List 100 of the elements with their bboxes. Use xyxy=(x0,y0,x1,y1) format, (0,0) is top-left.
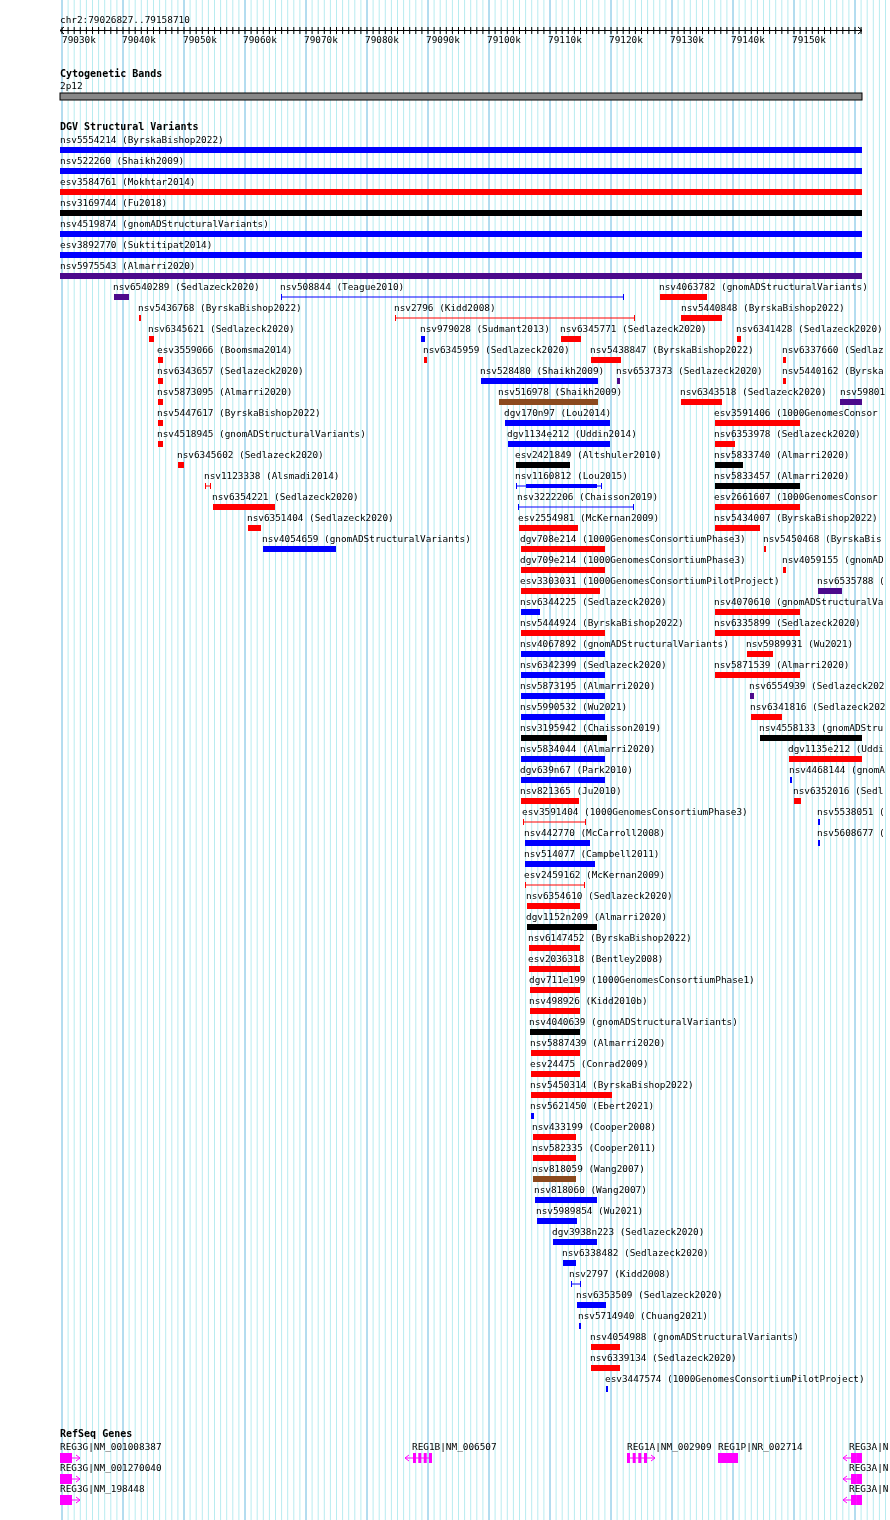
variant-label: nsv6342399 (Sedlazeck2020) xyxy=(520,659,667,670)
variant-label: nsv6535788 ( xyxy=(817,575,885,586)
variant-label: nsv6337660 (Sedlaz xyxy=(782,344,884,355)
variant-label: nsv4067892 (gnomADStructuralVariants) xyxy=(520,638,729,649)
scale-label: 79030k xyxy=(62,34,96,45)
scale-label: 79080k xyxy=(365,34,399,45)
variant-label: nsv1123338 (Alsmadi2014) xyxy=(204,470,340,481)
variant-label: nsv5873195 (Almarri2020) xyxy=(520,680,656,691)
gene-label: REG3G|NM_001008387 xyxy=(60,1441,162,1452)
variant-label: nsv6341428 (Sedlazeck2020) xyxy=(736,323,883,334)
gene-label: REG3G|NM_198448 xyxy=(60,1483,145,1494)
variant-label: nsv582335 (Cooper2011) xyxy=(532,1142,657,1153)
variant-label: nsv5833740 (Almarri2020) xyxy=(714,449,850,460)
variant-label: nsv5608677 ( xyxy=(817,827,885,838)
variant-label: nsv4558133 (gnomADStru xyxy=(759,722,884,733)
coordinate-label: chr2:79026827..79158710 xyxy=(60,14,190,25)
variant-label: nsv5621450 (Ebert2021) xyxy=(530,1100,655,1111)
track-title: DGV Structural Variants xyxy=(60,121,199,132)
scale-label: 79120k xyxy=(609,34,643,45)
scale-label: 79090k xyxy=(426,34,460,45)
variant-label: esv3591404 (1000GenomesConsortiumPhase3) xyxy=(522,806,748,817)
variant-label: nsv522260 (Shaikh2009) xyxy=(60,155,185,166)
variant-label: nsv6147452 (ByrskaBishop2022) xyxy=(528,932,692,943)
variant-label: nsv6335899 (Sedlazeck2020) xyxy=(714,617,861,628)
variant-label: nsv4468144 (gnomA xyxy=(789,764,885,775)
variant-label: nsv5434007 (ByrskaBishop2022) xyxy=(714,512,878,523)
variant-label: esv2661607 (1000GenomesConsor xyxy=(714,491,878,502)
variant-label: nsv979028 (Sudmant2013) xyxy=(420,323,550,334)
gene-label: REG3A|N xyxy=(849,1483,889,1494)
variant-label: nsv5450468 (ByrskaBis xyxy=(763,533,882,544)
variant-label: nsv5450314 (ByrskaBishop2022) xyxy=(530,1079,694,1090)
variant-label: nsv5538051 ( xyxy=(817,806,885,817)
variant-label: dgv1152n209 (Almarri2020) xyxy=(526,911,668,922)
scale-label: 79100k xyxy=(487,34,521,45)
variant-label: nsv5438847 (ByrskaBishop2022) xyxy=(590,344,754,355)
variant-label: esv3892770 (Suktitipat2014) xyxy=(60,239,213,250)
variant-label: nsv5714940 (Chuang2021) xyxy=(578,1310,708,1321)
variant-label: nsv5975543 (Almarri2020) xyxy=(60,260,196,271)
variant-label: nsv4063782 (gnomADStructuralVariants) xyxy=(659,281,868,292)
variant-label: nsv6345959 (Sedlazeck2020) xyxy=(423,344,570,355)
variant-label: nsv6554939 (Sedlazeck202 xyxy=(749,680,885,691)
variant-label: nsv5554214 (ByrskaBishop2022) xyxy=(60,134,224,145)
variant-label: esv2459162 (McKernan2009) xyxy=(524,869,666,880)
variant-label: nsv5989854 (Wu2021) xyxy=(536,1205,644,1216)
variant-label: nsv6351404 (Sedlazeck2020) xyxy=(247,512,394,523)
variant-label: nsv6540289 (Sedlazeck2020) xyxy=(113,281,260,292)
variant-label: dgv708e214 (1000GenomesConsortiumPhase3) xyxy=(520,533,746,544)
gene-label: REG1B|NM_006507 xyxy=(412,1441,497,1452)
variant-label: nsv6345602 (Sedlazeck2020) xyxy=(177,449,324,460)
variant-label: esv2554981 (McKernan2009) xyxy=(518,512,660,523)
variant-label: dgv3938n223 (Sedlazeck2020) xyxy=(552,1226,705,1237)
variant-label: esv3447574 (1000GenomesConsortiumPilotProject) xyxy=(605,1373,865,1384)
variant-label: nsv818060 (Wang2007) xyxy=(534,1184,647,1195)
variant-label: nsv6345621 (Sedlazeck2020) xyxy=(148,323,295,334)
scale-label: 79040k xyxy=(122,34,156,45)
variant-label: nsv3222206 (Chaisson2019) xyxy=(517,491,659,502)
variant-label: nsv6343657 (Sedlazeck2020) xyxy=(157,365,304,376)
variant-label: nsv818059 (Wang2007) xyxy=(532,1163,645,1174)
variant-label: esv3303031 (1000GenomesConsortiumPilotProject) xyxy=(520,575,780,586)
variant-label: esv3559066 (Boomsma2014) xyxy=(157,344,293,355)
scale-label: 79140k xyxy=(731,34,765,45)
variant-label: nsv6537373 (Sedlazeck2020) xyxy=(616,365,763,376)
scale-label: 79070k xyxy=(304,34,338,45)
variant-label: nsv5990532 (Wu2021) xyxy=(520,701,628,712)
variant-label: nsv6339134 (Sedlazeck2020) xyxy=(590,1352,737,1363)
variant-label: nsv5989931 (Wu2021) xyxy=(746,638,854,649)
variant-label: nsv6353978 (Sedlazeck2020) xyxy=(714,428,861,439)
variant-label: nsv59801 xyxy=(840,386,886,397)
scale-label: 79150k xyxy=(792,34,826,45)
variant-label: nsv2796 (Kidd2008) xyxy=(394,302,496,313)
scale-label: 79060k xyxy=(243,34,277,45)
variant-label: dgv1135e212 (Uddi xyxy=(788,743,884,754)
scale-label: 79050k xyxy=(183,34,217,45)
gene-label: REG3A|N xyxy=(849,1441,889,1452)
variant-label: nsv4519874 (gnomADStructuralVariants) xyxy=(60,218,269,229)
scale-label: 79130k xyxy=(670,34,704,45)
variant-label: nsv6344225 (Sedlazeck2020) xyxy=(520,596,667,607)
variant-label: nsv5436768 (ByrskaBishop2022) xyxy=(138,302,302,313)
variant-label: esv2421849 (Altshuler2010) xyxy=(515,449,662,460)
band-label: 2p12 xyxy=(60,80,83,91)
variant-label: nsv5887439 (Almarri2020) xyxy=(530,1037,666,1048)
gene-label: REG1P|NR_002714 xyxy=(718,1441,803,1452)
variant-label: nsv4518945 (gnomADStructuralVariants) xyxy=(157,428,366,439)
variant-label: nsv4059155 (gnomAD xyxy=(782,554,884,565)
gene-label: REG1A|NM_002909 xyxy=(627,1441,712,1452)
variant-label: nsv6353509 (Sedlazeck2020) xyxy=(576,1289,723,1300)
variant-label: nsv5871539 (Almarri2020) xyxy=(714,659,850,670)
variant-label: dgv639n67 (Park2010) xyxy=(520,764,633,775)
variant-label: esv3591406 (1000GenomesConsor xyxy=(714,407,878,418)
gene-label: REG3A|N xyxy=(849,1462,889,1473)
variant-label: dgv1134e212 (Uddin2014) xyxy=(507,428,637,439)
variant-label: nsv1160812 (Lou2015) xyxy=(515,470,628,481)
track-title: RefSeq Genes xyxy=(60,1428,133,1439)
variant-label: nsv528480 (Shaikh2009) xyxy=(480,365,605,376)
variant-label: nsv5444924 (ByrskaBishop2022) xyxy=(520,617,684,628)
gene-label: REG3G|NM_001270040 xyxy=(60,1462,162,1473)
variant-label: nsv4054659 (gnomADStructuralVariants) xyxy=(262,533,471,544)
variant-label: nsv516978 (Shaikh2009) xyxy=(498,386,623,397)
variant-label: nsv498926 (Kidd2010b) xyxy=(529,995,648,1006)
variant-label: nsv6345771 (Sedlazeck2020) xyxy=(560,323,707,334)
